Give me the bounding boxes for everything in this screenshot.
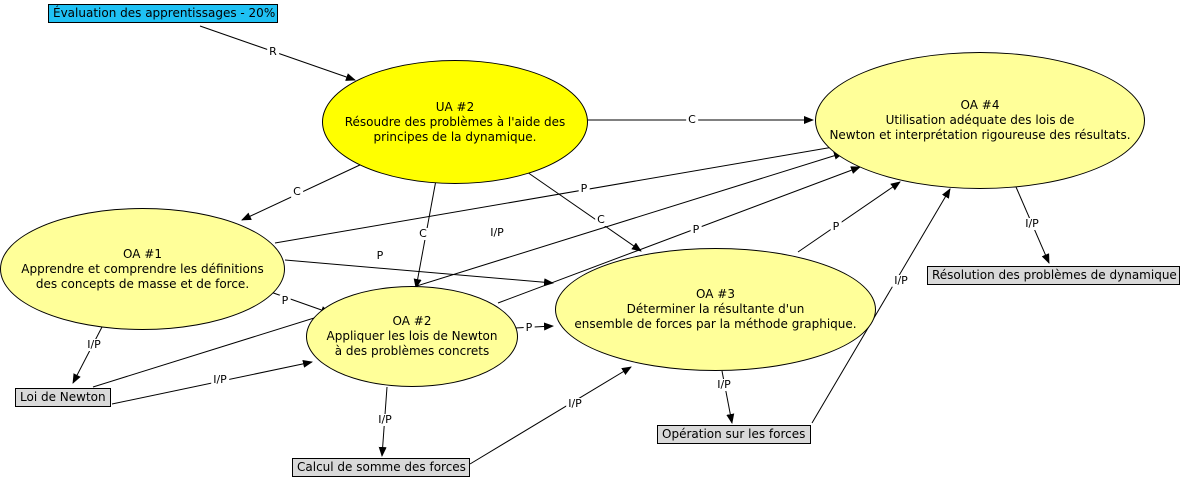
edge-operation-oa4 — [811, 188, 951, 424]
edge-calcul-oa3 — [469, 366, 632, 465]
edge-label-oa1-oa2: P — [279, 294, 291, 307]
edge-label-ua2-oa3: C — [595, 213, 607, 226]
node-oa3[interactable]: OA #3 Déterminer la résultante d'un ense… — [555, 248, 876, 371]
node-oa4-line2: Newton et interprétation rigoureuse des … — [829, 128, 1131, 142]
edge-label-calcul-oa3: I/P — [566, 397, 584, 410]
node-oa2-line1: Appliquer les lois de Newton — [326, 329, 498, 343]
edge-label-operation-oa4: I/P — [892, 274, 910, 287]
node-oa3-title: OA #3 — [696, 287, 735, 301]
edge-oa2-oa4 — [497, 166, 861, 304]
node-oa1-title: OA #1 — [123, 246, 162, 261]
concept-loi-newton-label: Loi de Newton — [20, 390, 106, 404]
edge-label-oa2-oa3: P — [523, 321, 535, 334]
node-oa1[interactable]: OA #1 Apprendre et comprendre les défini… — [0, 208, 285, 330]
node-ua2-line1: Résoudre des problèmes à l'aide des — [344, 114, 566, 129]
node-ua2[interactable]: UA #2 Résoudre des problèmes à l'aide de… — [322, 60, 588, 184]
edge-label-oa3-operation: I/P — [715, 378, 733, 391]
edge-label-oa1-oa4: P — [578, 182, 590, 195]
edge-label-oa3-oa4: P — [830, 220, 842, 233]
edge-oa1-oa4 — [274, 142, 846, 244]
edge-loi-oa4 — [92, 151, 844, 388]
node-oa1-line1: Apprendre et comprendre les définitions — [21, 261, 264, 276]
edge-oa1-loi — [72, 326, 103, 384]
concept-operation-label: Opération sur les forces — [662, 427, 806, 441]
node-oa2-title: OA #2 — [392, 314, 432, 328]
concept-loi-newton[interactable]: Loi de Newton — [15, 388, 111, 407]
edge-label-oa4-resolution: I/P — [1023, 217, 1041, 230]
concept-operation[interactable]: Opération sur les forces — [657, 425, 811, 444]
concept-resolution-label: Résolution des problèmes de dynamique — [932, 268, 1177, 282]
node-ua2-title: UA #2 — [435, 99, 475, 114]
edge-oa3-oa4 — [797, 181, 901, 253]
evaluation-box[interactable]: Évaluation des apprentissages - 20% — [48, 4, 278, 23]
evaluation-text: Évaluation des apprentissages - 20% — [53, 6, 276, 20]
edge-label-loi-oa4: I/P — [488, 226, 506, 239]
node-ua2-line2: principes de la dynamique. — [373, 129, 537, 144]
concept-calcul[interactable]: Calcul de somme des forces — [292, 458, 470, 477]
edge-label-ua2-oa4: C — [686, 113, 698, 126]
edge-label-oa2-oa4: P — [690, 223, 702, 236]
concept-resolution[interactable]: Résolution des problèmes de dynamique — [927, 266, 1180, 285]
node-oa3-line2: ensemble de forces par la méthode graphi… — [574, 317, 857, 331]
edge-label-eval-ua2: R — [267, 45, 279, 58]
edge-oa1-oa2 — [264, 289, 331, 314]
edge-label-oa2-calcul: I/P — [376, 413, 394, 426]
edge-ua2-oa3 — [526, 171, 642, 252]
node-oa4-line1: Utilisation adéquate des lois de — [885, 113, 1075, 127]
edge-label-ua2-oa2: C — [417, 227, 429, 240]
edge-label-ua2-oa1: C — [291, 185, 303, 198]
edge-label-oa1-loi: I/P — [85, 338, 103, 351]
edge-oa1-oa3 — [284, 259, 554, 287]
node-oa4[interactable]: OA #4 Utilisation adéquate des lois de N… — [815, 52, 1145, 189]
node-oa2[interactable]: OA #2 Appliquer les lois de Newton à des… — [306, 286, 518, 387]
concept-calcul-label: Calcul de somme des forces — [297, 460, 466, 474]
node-oa1-line2: des concepts de masse et de force. — [35, 276, 250, 291]
node-oa3-line1: Déterminer la résultante d'un — [626, 302, 805, 316]
edge-label-loi-oa2: I/P — [211, 373, 229, 386]
edge-label-oa1-oa3: P — [374, 249, 386, 262]
node-oa2-line2: à des problèmes concrets — [334, 344, 490, 358]
node-oa4-title: OA #4 — [960, 98, 1000, 112]
